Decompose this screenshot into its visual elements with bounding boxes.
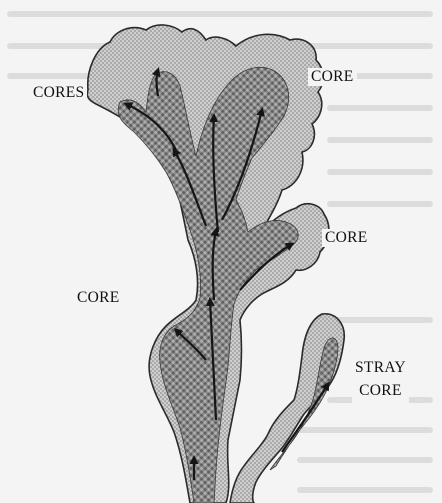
label-stray-core: STRAY CORE [352, 354, 409, 404]
label-core-top-right: CORE [308, 68, 357, 86]
label-stray-line1: STRAY [355, 356, 406, 379]
label-cores: CORES [30, 84, 87, 102]
label-core-left: CORE [74, 289, 123, 307]
label-core-mid-right: CORE [322, 229, 371, 247]
label-stray-line2: CORE [355, 379, 406, 402]
